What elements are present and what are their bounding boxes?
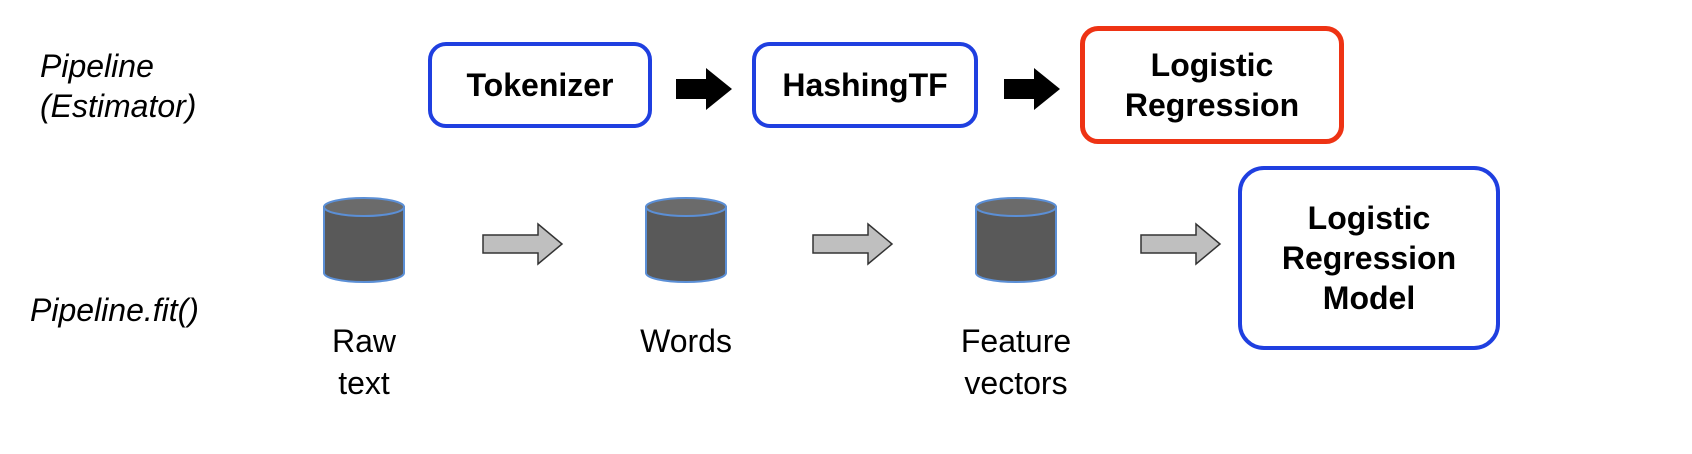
words-database-icon bbox=[645, 197, 727, 283]
words-label: Words bbox=[640, 323, 732, 359]
hashingtf-stage-label: HashingTF bbox=[782, 67, 948, 103]
logistic-regression-stage-label: Logistic Regression bbox=[1124, 47, 1300, 123]
tokenizer-stage: Tokenizer bbox=[428, 42, 652, 128]
logistic-regression-stage: Logistic Regression bbox=[1080, 26, 1344, 144]
logistic-regression-model-label: Logistic Regression Model bbox=[1281, 200, 1457, 316]
pipeline-arrow-2 bbox=[1004, 68, 1060, 110]
feature-vectors-label: Feature vectors bbox=[960, 323, 1072, 401]
raw-text-label: Raw text bbox=[331, 323, 396, 401]
tokenizer-stage-label: Tokenizer bbox=[466, 67, 614, 103]
flow-arrow-3 bbox=[1140, 222, 1222, 266]
hashingtf-stage: HashingTF bbox=[752, 42, 978, 128]
pipeline-arrow-1 bbox=[676, 68, 732, 110]
logistic-regression-model: Logistic Regression Model bbox=[1238, 166, 1500, 350]
pipeline-fit-label: Pipeline.fit() bbox=[30, 292, 199, 328]
raw-text-database-icon bbox=[323, 197, 405, 283]
flow-arrow-1 bbox=[482, 222, 564, 266]
feature-vectors-database-icon bbox=[975, 197, 1057, 283]
flow-arrow-2 bbox=[812, 222, 894, 266]
pipeline-estimator-label: Pipeline (Estimator) bbox=[40, 48, 197, 124]
